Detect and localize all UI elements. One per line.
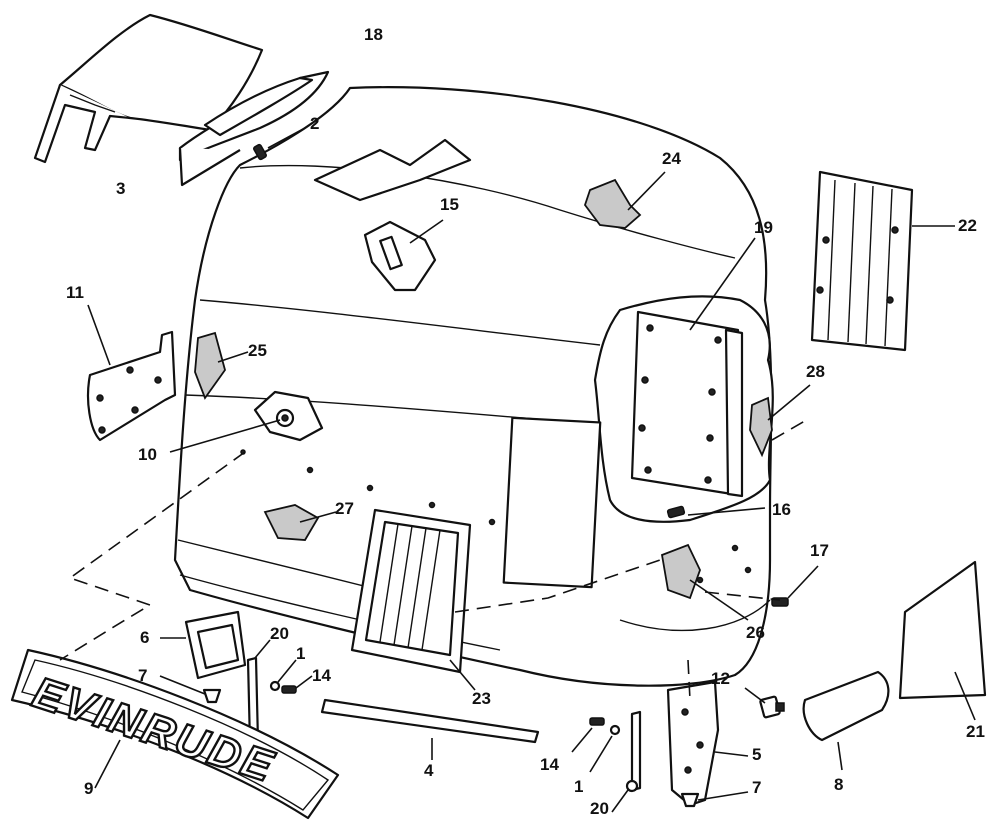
part-6-bracket xyxy=(160,610,247,680)
callout-14-right: 14 xyxy=(540,755,559,774)
callout-11: 11 xyxy=(66,283,84,302)
callout-7-left: 7 xyxy=(138,666,148,685)
part-1-washer-left xyxy=(269,659,297,692)
part-15-bolt-plate xyxy=(363,219,444,292)
part-14-screw-right xyxy=(571,717,605,753)
callout-15: 15 xyxy=(440,195,459,214)
callout-25: 25 xyxy=(248,341,267,360)
part-23-grille xyxy=(350,508,476,691)
part-5-bracket xyxy=(666,680,749,807)
callout-20-left: 20 xyxy=(270,624,289,643)
part-18-handle xyxy=(178,70,330,187)
part-19-plate xyxy=(630,237,756,498)
callout-3: 3 xyxy=(116,179,126,198)
part-10-grommet-plate xyxy=(169,390,324,453)
part-27-foam-pad xyxy=(263,504,320,541)
callout-24: 24 xyxy=(662,149,681,168)
callout-1-left: 1 xyxy=(296,644,306,663)
callout-19: 19 xyxy=(754,218,773,237)
part-16-screw xyxy=(666,505,766,519)
callout-4: 4 xyxy=(424,761,434,780)
part-25-foam-pad xyxy=(194,331,226,400)
callout-20-right: 20 xyxy=(590,799,609,818)
callout-10: 10 xyxy=(138,445,157,464)
part-28-foam-pad xyxy=(749,396,773,458)
part-14-screw-left xyxy=(281,675,313,694)
callout-6: 6 xyxy=(140,628,150,647)
part-8-end-cap xyxy=(802,670,890,771)
callout-12: 12 xyxy=(711,669,730,688)
part-3-top-cap xyxy=(33,13,264,164)
part-11-bracket xyxy=(86,304,177,442)
part-7-grommet-left xyxy=(159,675,222,704)
part-21-decal xyxy=(898,560,987,721)
part-22-rear-grille xyxy=(810,170,955,352)
callout-28: 28 xyxy=(806,362,825,381)
callout-8: 8 xyxy=(834,775,844,794)
part-2-screw xyxy=(253,127,306,161)
callout-5: 5 xyxy=(752,745,762,764)
part-9-nameplate: EVINRUDE xyxy=(10,648,340,820)
callout-9: 9 xyxy=(84,779,94,798)
part-1-washer-right xyxy=(589,724,621,773)
callout-16: 16 xyxy=(772,500,791,519)
callout-23: 23 xyxy=(472,689,491,708)
callout-14-left: 14 xyxy=(312,666,331,685)
assembly-dashed-lines xyxy=(59,417,811,701)
callout-2: 2 xyxy=(310,114,320,133)
callout-27: 27 xyxy=(335,499,354,518)
part-12-fitting xyxy=(744,687,785,719)
callout-1-right: 1 xyxy=(574,777,584,796)
callout-22: 22 xyxy=(958,216,977,235)
callout-7-right: 7 xyxy=(752,778,762,797)
callout-18: 18 xyxy=(364,25,383,44)
callout-17: 17 xyxy=(810,541,829,560)
part-24-foam-pad xyxy=(583,178,642,229)
part-4-trim-strip xyxy=(320,698,540,760)
callout-21: 21 xyxy=(966,722,985,741)
callout-26: 26 xyxy=(746,623,765,642)
part-7-grommet-right xyxy=(680,791,749,808)
part-20-clip-right xyxy=(611,710,642,813)
